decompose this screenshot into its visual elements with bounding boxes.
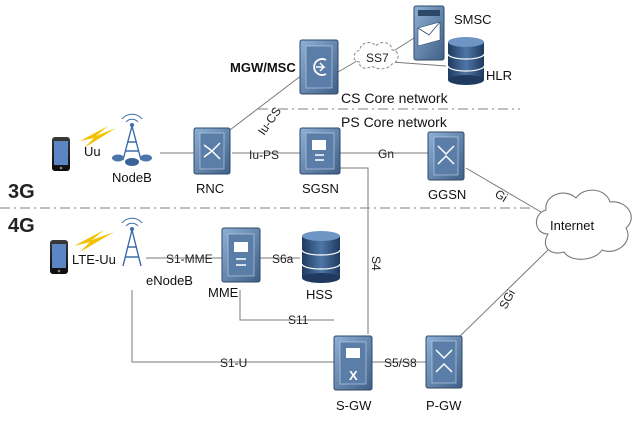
links (131, 37, 549, 363)
internet-label: Internet (550, 218, 594, 233)
ss7-label: SS7 (366, 51, 389, 65)
mme-device-icon (221, 227, 261, 283)
label-4g: 4G (8, 215, 35, 237)
link-rnc-mgw (221, 71, 307, 137)
s4-label: S4 (369, 256, 383, 271)
sgi-label: SGi (496, 287, 518, 311)
lightning-icon (80, 126, 116, 148)
hlr-database-icon (447, 37, 485, 85)
lightning-icon (74, 230, 114, 252)
cs-core-label: CS Core network (341, 90, 449, 106)
rnc-device-icon (193, 127, 231, 175)
pgw-device-icon (425, 335, 463, 389)
link-ss7-hlr (391, 61, 447, 67)
gn-label: Gn (378, 147, 394, 161)
link-enodeb-sgw (131, 290, 334, 363)
label-3g: 3G (8, 181, 35, 203)
iups-label: Iu-PS (249, 148, 279, 162)
uu-label: Uu (84, 144, 101, 159)
ps-core-label: PS Core network (341, 114, 448, 130)
s6a-label: S6a (272, 252, 294, 266)
smsc-server-icon (413, 5, 445, 61)
link-pgw-internet (455, 249, 549, 341)
sgw-label: S-GW (336, 398, 372, 413)
s5s8-label: S5/S8 (384, 356, 417, 370)
ss7-cloud-icon (353, 42, 399, 70)
pgw-label: P-GW (426, 398, 462, 413)
ggsn-device-icon (427, 131, 465, 181)
lte-uu-label: LTE-Uu (72, 252, 116, 267)
s11-label: S11 (288, 313, 309, 327)
rnc-label: RNC (196, 181, 224, 196)
hss-database-icon (301, 231, 341, 283)
sgsn-device-icon (299, 127, 341, 175)
s1u-label: S1-U (220, 356, 247, 370)
ue-3g-phone-icon (52, 137, 70, 171)
enodeb-tower-icon (121, 217, 143, 267)
link-ggsn-internet (465, 167, 547, 216)
ggsn-label: GGSN (428, 187, 466, 202)
sgw-glyph: X (349, 368, 358, 383)
nodeb-label: NodeB (112, 170, 152, 185)
enodeb-label: eNodeB (146, 273, 193, 288)
internet-cloud-icon (535, 189, 632, 260)
hss-label: HSS (306, 287, 333, 302)
nodeb-tower-icon (112, 113, 152, 166)
sgw-device-icon (333, 335, 373, 391)
mgw-msc-device-icon (299, 39, 339, 95)
mme-label: MME (208, 285, 239, 300)
smsc-label: SMSC (454, 12, 492, 27)
link-ss7-smsc (391, 37, 415, 53)
mgw-msc-label: MGW/MSC (230, 60, 296, 75)
ue-4g-phone-icon (50, 240, 68, 274)
sgsn-label: SGSN (302, 181, 339, 196)
gi-label: Gi (492, 187, 510, 205)
link-mme-sgw (239, 290, 334, 321)
link-sgsn-sgw (340, 167, 369, 334)
s1mme-label: S1-MME (166, 252, 213, 266)
hlr-label: HLR (486, 68, 512, 83)
